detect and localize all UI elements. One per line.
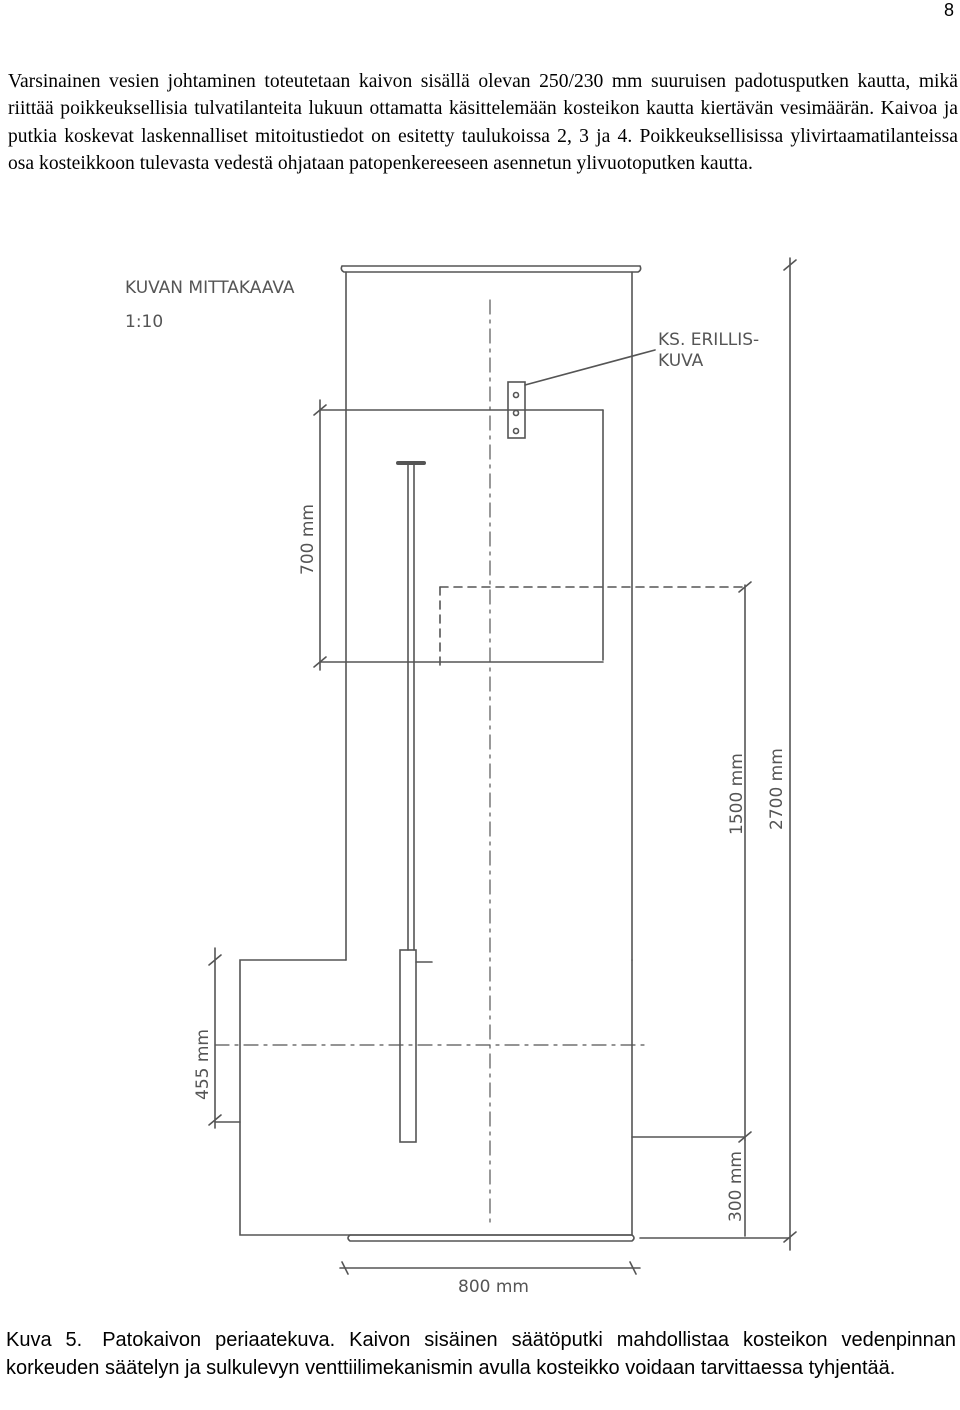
- dimension-700: 700 mm: [298, 504, 318, 575]
- dimension-300: 300 mm: [726, 1151, 746, 1222]
- figure-caption: Kuva 5. Patokaivon periaatekuva. Kaivon …: [6, 1327, 956, 1382]
- page-number: 8: [943, 0, 954, 20]
- detail-note-line2: KUVA: [658, 351, 704, 371]
- dimension-1500: 1500 mm: [727, 753, 747, 835]
- scale-label: KUVAN MITTAKAAVA: [125, 278, 295, 298]
- lower-chamber: [239, 959, 633, 1236]
- dimension-800: 800 mm: [458, 1277, 529, 1297]
- well-technical-drawing: KUVAN MITTAKAAVA 1:10 KS. ERILLIS- KUVA …: [125, 257, 797, 1297]
- body-paragraph: Varsinainen vesien johtaminen toteutetaa…: [8, 71, 958, 175]
- dimension-455: 455 mm: [193, 1029, 213, 1100]
- figure-label: Kuva 5.: [6, 1329, 83, 1351]
- bracket-plate: [507, 381, 526, 439]
- rod-sleeve: [399, 949, 417, 1143]
- detail-note-line1: KS. ERILLIS-: [658, 330, 759, 350]
- top-rim: [340, 265, 642, 273]
- figure-caption-text: Patokaivon periaatekuva. Kaivon sisäinen…: [6, 1329, 956, 1379]
- scale-value: 1:10: [125, 312, 163, 332]
- bottom-plate: [347, 1234, 635, 1242]
- dimension-2700: 2700 mm: [767, 748, 787, 830]
